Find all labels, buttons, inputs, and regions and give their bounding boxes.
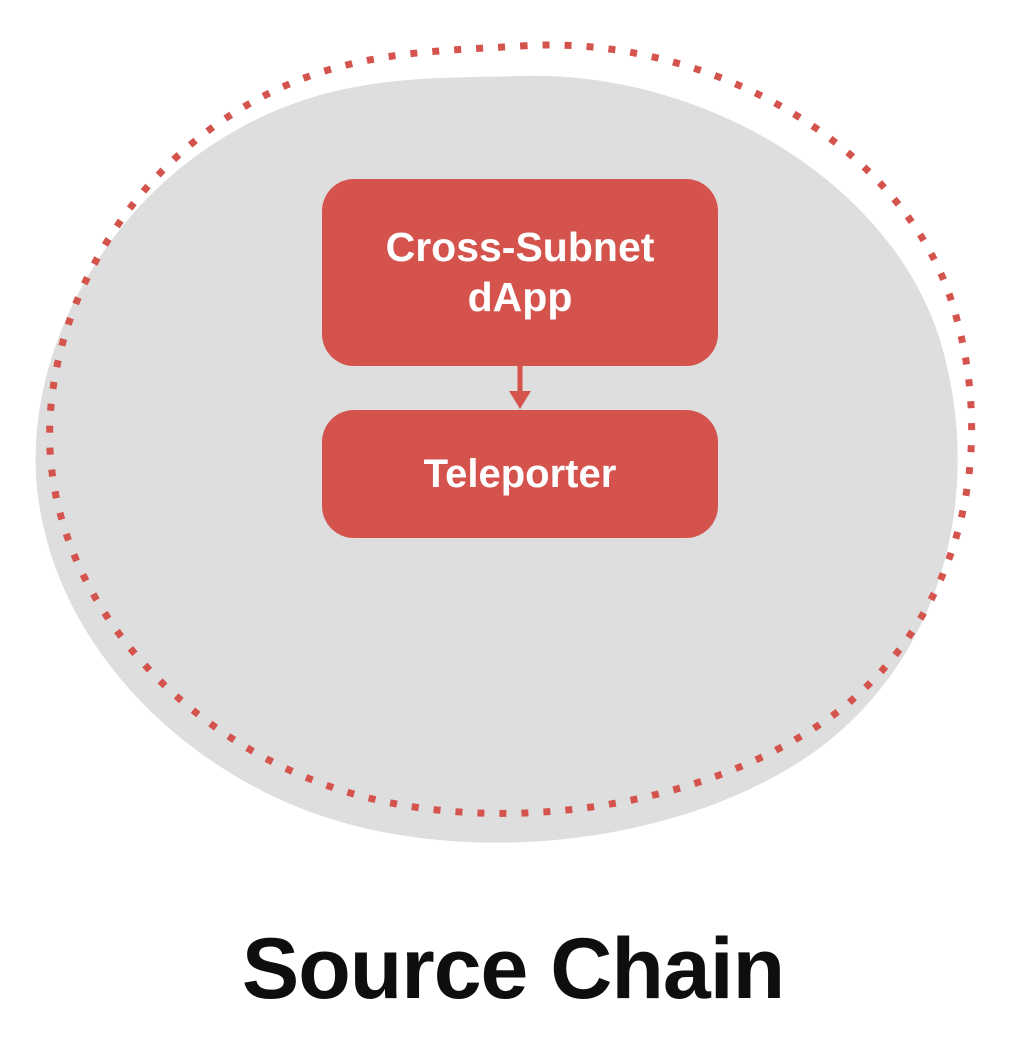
arrow-head-icon (509, 391, 531, 409)
subnet-dotted-outline (46, 41, 976, 817)
teleporter-node: Teleporter (322, 410, 718, 538)
teleporter-label: Teleporter (423, 451, 617, 496)
cross-subnet-dapp-label-line2: dApp (467, 273, 573, 320)
cross-subnet-dapp-label-line1: Cross-Subnet (385, 224, 655, 271)
source-chain-title: Source Chain (241, 921, 785, 1017)
dapp-to-teleporter-arrow (509, 366, 531, 409)
cross-subnet-dapp-node: Cross-Subnet dApp (322, 179, 718, 366)
